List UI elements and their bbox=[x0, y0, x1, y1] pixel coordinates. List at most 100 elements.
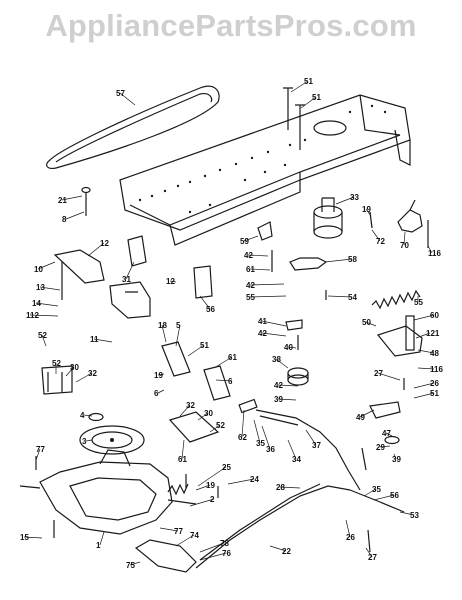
callout-label-3: 3 bbox=[82, 437, 87, 446]
callout-leader-11 bbox=[93, 338, 113, 343]
callout-leader-18 bbox=[161, 324, 167, 343]
callout-leader-6 bbox=[157, 389, 165, 394]
callout-label-29: 29 bbox=[376, 443, 385, 452]
callout-label-61: 61 bbox=[246, 265, 255, 274]
callout-leader-112 bbox=[29, 314, 59, 317]
callout-label-33: 33 bbox=[350, 193, 359, 202]
frame-part bbox=[119, 94, 411, 246]
callout-leader-50 bbox=[365, 321, 377, 327]
callout-label-49: 49 bbox=[356, 413, 365, 422]
callout-label-32: 32 bbox=[186, 401, 195, 410]
callout-label-42: 42 bbox=[274, 381, 283, 390]
callout-leader-49 bbox=[359, 409, 375, 418]
callout-label-78: 78 bbox=[220, 539, 229, 548]
rod-22-part bbox=[195, 485, 351, 569]
callout-leader-25 bbox=[197, 466, 227, 487]
callout-label-52: 52 bbox=[216, 421, 225, 430]
callout-leader-15 bbox=[23, 536, 43, 539]
callout-label-34: 34 bbox=[292, 455, 301, 464]
callout-label-75: 75 bbox=[126, 561, 135, 570]
callout-label-30: 30 bbox=[70, 363, 79, 372]
callout-label-77: 77 bbox=[36, 445, 45, 454]
callout-leader-51 bbox=[300, 96, 317, 109]
callout-leader-24 bbox=[227, 478, 255, 485]
callout-label-61: 61 bbox=[178, 455, 187, 464]
callout-leader-10 bbox=[37, 261, 56, 270]
callout-label-27: 27 bbox=[374, 369, 383, 378]
callout-label-6: 6 bbox=[154, 389, 159, 398]
callout-label-28: 28 bbox=[276, 483, 285, 492]
callout-label-21: 21 bbox=[58, 196, 67, 205]
callout-leader-19 bbox=[157, 373, 165, 376]
callout-leader-51 bbox=[413, 392, 435, 399]
plate-56-part bbox=[193, 265, 213, 299]
callout-label-15: 15 bbox=[20, 533, 29, 542]
callout-leader-51 bbox=[187, 344, 205, 357]
callout-leader-48 bbox=[417, 349, 435, 354]
callout-leader-4 bbox=[83, 414, 93, 417]
callout-label-12: 12 bbox=[100, 239, 109, 248]
callout-label-11: 11 bbox=[90, 335, 99, 344]
callout-label-39: 39 bbox=[274, 395, 283, 404]
callout-leader-59 bbox=[243, 235, 259, 242]
callout-leader-35 bbox=[363, 488, 377, 497]
callout-label-42: 42 bbox=[246, 281, 255, 290]
callout-leader-57 bbox=[119, 92, 136, 106]
idler-pulley-part bbox=[313, 197, 343, 239]
callout-leader-56 bbox=[199, 295, 211, 310]
callout-leader-72 bbox=[371, 229, 381, 242]
callout-leader-34 bbox=[287, 439, 297, 460]
callout-leader-21 bbox=[61, 195, 83, 201]
bracket-59-part bbox=[257, 221, 273, 241]
callout-leader-74 bbox=[175, 534, 195, 547]
callout-leader-56 bbox=[373, 494, 395, 501]
callout-label-22: 22 bbox=[282, 547, 291, 556]
callout-label-10: 10 bbox=[34, 265, 43, 274]
callout-leader-116 bbox=[427, 245, 433, 254]
callout-leader-27 bbox=[377, 372, 401, 381]
callout-leader-1 bbox=[99, 531, 105, 546]
callout-leader-60 bbox=[413, 314, 435, 321]
callout-leader-121 bbox=[415, 332, 431, 339]
callout-label-32: 32 bbox=[88, 369, 97, 378]
callout-leader-19 bbox=[365, 208, 372, 217]
spring-55-part bbox=[371, 289, 421, 310]
callout-label-116: 116 bbox=[430, 365, 443, 374]
hardware-bolts bbox=[35, 87, 429, 553]
transaxle-part bbox=[19, 449, 197, 535]
callout-leader-58 bbox=[324, 258, 353, 263]
callout-label-52: 52 bbox=[52, 359, 61, 368]
callout-leader-77 bbox=[35, 448, 41, 461]
callout-label-116: 116 bbox=[428, 249, 441, 258]
callout-leader-75 bbox=[129, 561, 141, 566]
callout-label-41: 41 bbox=[258, 317, 267, 326]
spring-25-part bbox=[167, 483, 189, 496]
callout-label-36: 36 bbox=[266, 445, 275, 454]
callout-leader-3 bbox=[85, 439, 93, 442]
callout-label-25: 25 bbox=[222, 463, 231, 472]
callout-label-58: 58 bbox=[348, 255, 357, 264]
callout-label-24: 24 bbox=[250, 475, 259, 484]
ring-4-part bbox=[88, 412, 104, 422]
callout-leader-26 bbox=[413, 382, 435, 389]
callout-leader-35 bbox=[253, 419, 261, 444]
shaft-37-part bbox=[238, 398, 361, 491]
callout-leader-116 bbox=[417, 367, 435, 370]
callout-label-57: 57 bbox=[116, 89, 125, 98]
callout-leader-36 bbox=[261, 425, 271, 450]
callout-leader-42 bbox=[277, 384, 299, 387]
callout-leader-62 bbox=[241, 409, 245, 438]
callout-leader-53 bbox=[399, 511, 415, 516]
callout-leader-31 bbox=[125, 261, 135, 280]
callout-leader-26 bbox=[345, 519, 351, 538]
callout-label-38: 38 bbox=[272, 355, 281, 364]
callout-leader-77 bbox=[159, 527, 179, 532]
callout-leader-70 bbox=[403, 231, 406, 246]
callout-label-26: 26 bbox=[346, 533, 355, 542]
callout-label-112: 112 bbox=[26, 311, 39, 320]
callout-label-8: 8 bbox=[62, 215, 67, 224]
frame-holes bbox=[138, 104, 387, 214]
callout-leader-39 bbox=[277, 398, 297, 401]
callout-leader-61 bbox=[181, 439, 185, 460]
